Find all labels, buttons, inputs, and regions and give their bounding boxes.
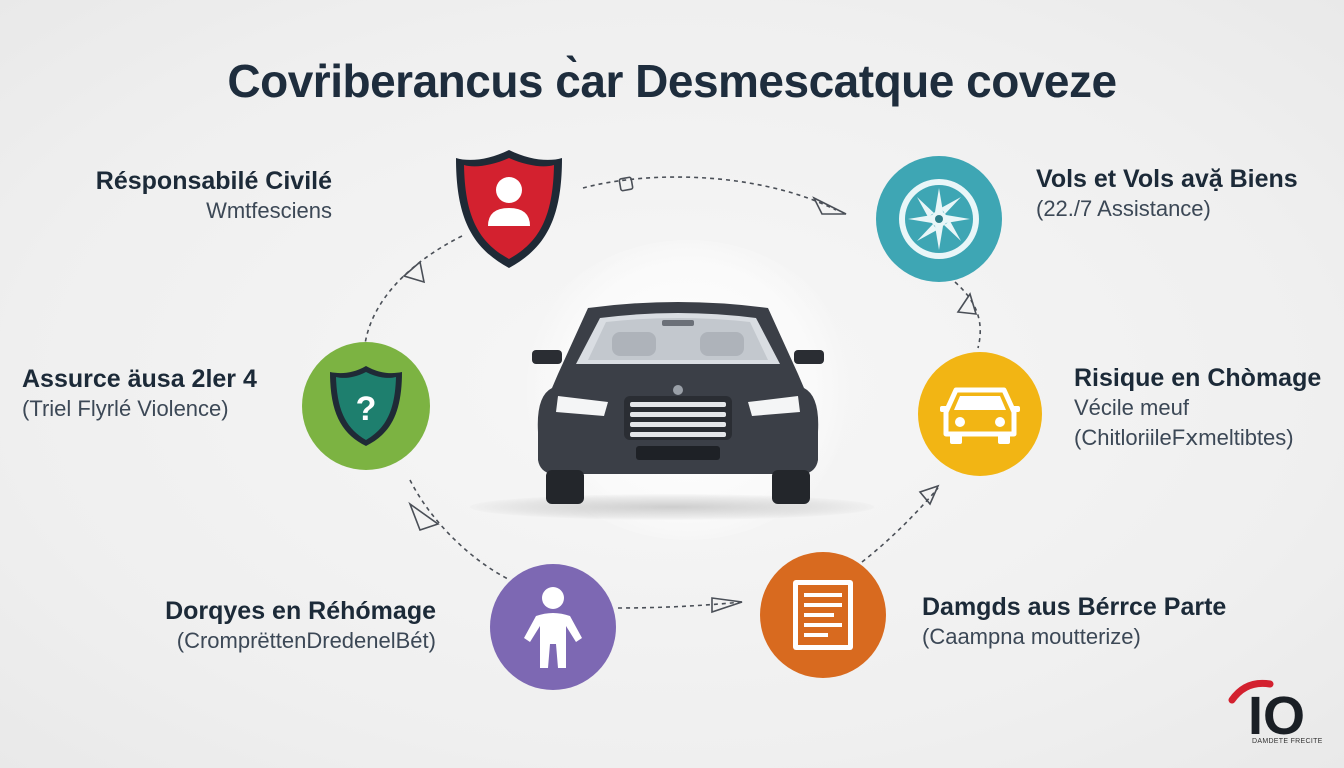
label-mid-right-sub2: (ChitloriileFⅹmeltibtes) — [1074, 425, 1294, 450]
label-top-left: Résponsabilé Civilé Wmtfesciens — [96, 166, 332, 226]
label-bottom-left-head: Dorqyes en Réhómage — [165, 597, 436, 625]
arrow-shieldgreen-to-person — [409, 479, 511, 581]
wheel-icon — [899, 179, 979, 259]
person-icon — [524, 587, 582, 668]
arrow-wheel-to-car — [954, 281, 982, 349]
shield-question-node: ? — [302, 342, 430, 470]
label-top-left-sub: Wmtfesciens — [206, 198, 332, 223]
label-top-right-sub: (22./7 Assistance) — [1036, 196, 1211, 221]
label-bottom-right-head: Damgds aus Bérrce Parte — [922, 593, 1227, 621]
document-node — [760, 552, 886, 678]
label-top-left-head: Résponsabilé Civilé — [95, 167, 332, 195]
arrowhead-document — [918, 484, 940, 506]
label-mid-right-sub: Vécile meuf — [1074, 395, 1189, 420]
arrowhead-person — [711, 597, 743, 614]
arrow-shield-to-shieldgreen — [364, 235, 463, 345]
shield-question-icon: ? — [330, 366, 402, 446]
label-mid-right: Risique en Chòmage Vécile meuf (Chitlori… — [1074, 363, 1321, 453]
document-icon — [793, 580, 853, 650]
label-mid-left-head: Assurce äusa 2ler 4 — [22, 365, 257, 393]
label-mid-left-sub: (Triel Flyrlé Violence) — [22, 396, 229, 421]
arrowhead-wheel — [956, 292, 978, 315]
car-front-icon — [940, 387, 1020, 444]
label-mid-right-head: Risique en Chòmage — [1074, 364, 1322, 392]
arrowhead-topright — [812, 196, 847, 215]
car-front-illustration — [532, 302, 824, 504]
arrowhead-shieldgreen — [408, 501, 440, 532]
wheel-node — [876, 156, 1002, 282]
arrow-shield-to-wheel — [582, 176, 837, 211]
arrow-node-square — [618, 176, 634, 192]
label-top-right-head: Vols et Vols avặ Biens — [1036, 165, 1298, 193]
arrow-person-to-document — [617, 601, 743, 609]
svg-text:?: ? — [356, 390, 377, 428]
shield-person-icon — [456, 150, 562, 268]
label-bottom-right-sub: (Caampna moutterize) — [922, 624, 1141, 649]
brand-mark: IO — [1248, 686, 1305, 746]
arrow-document-to-car — [861, 487, 939, 563]
arrowhead-shieldred — [402, 260, 426, 284]
label-top-right: Vols et Vols avặ Biens (22./7 Assistance… — [1036, 164, 1298, 224]
brand-logo: IO — [1228, 679, 1305, 746]
brand-tagline: DAMDETE FRECITE — [1252, 738, 1323, 745]
person-node — [490, 564, 616, 690]
label-bottom-right: Damgds aus Bérrce Parte (Caampna moutter… — [922, 592, 1226, 652]
label-bottom-left-sub: (CromprëttenDredenelBét) — [176, 628, 436, 653]
car-front-node — [918, 352, 1042, 476]
label-bottom-left: Dorqyes en Réhómage (CromprëttenDredenel… — [165, 596, 436, 656]
label-mid-left: Assurce äusa 2ler 4 (Triel Flyrlé Violen… — [22, 364, 257, 424]
page-title: Covṙiberancus c̀ar Desmescatque coveze — [227, 55, 1117, 107]
shield-person-node — [454, 148, 564, 270]
